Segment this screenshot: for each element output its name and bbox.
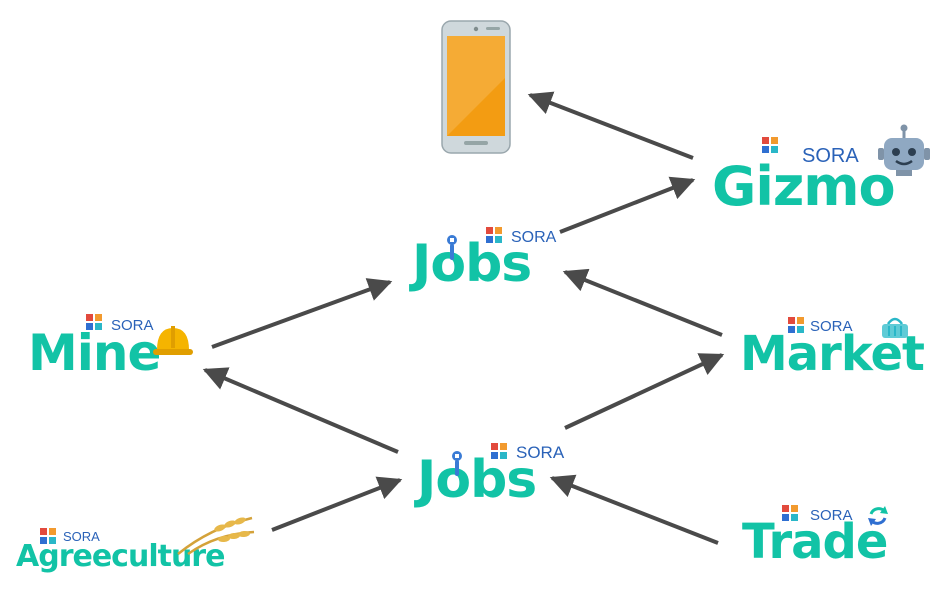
sora-logo-square — [49, 528, 56, 535]
sora-logo-square — [86, 323, 93, 330]
sora-logo-square — [95, 323, 102, 330]
arrow-jobs-bottom-to-mine — [202, 367, 399, 454]
sora-logo-square — [791, 505, 798, 512]
arrow-market-to-jobs-top — [562, 268, 723, 337]
sora-logo-square — [491, 443, 498, 450]
arrow-mine-to-jobs-top — [211, 278, 393, 349]
refresh-icon — [868, 506, 888, 526]
sora-label: SORA — [802, 145, 859, 167]
wrench-icon — [452, 451, 462, 476]
sora-logo-square — [486, 236, 493, 243]
mine-label: Mine — [28, 324, 161, 382]
hard-hat-icon — [153, 326, 193, 355]
wheat-icon — [177, 516, 255, 556]
sora-label: SORA — [516, 443, 565, 462]
sora-label: SORA — [810, 507, 853, 524]
sora-logo-square — [797, 326, 804, 333]
sora-logo-square — [771, 137, 778, 144]
sora-logo-square — [500, 443, 507, 450]
sora-logo-square — [791, 514, 798, 521]
sora-logo-square — [500, 452, 507, 459]
sora-logo-square — [491, 452, 498, 459]
node-phone — [440, 20, 512, 154]
arrow-gizmo-to-phone — [527, 91, 694, 160]
trade-label: Trade — [742, 514, 888, 570]
node-jobs-top: SORA Jobs — [410, 222, 570, 300]
smartphone-icon — [441, 20, 511, 154]
jobs-label: Jobs — [417, 450, 537, 510]
node-mine: SORA Mine — [28, 312, 198, 384]
sora-logo-square — [495, 227, 502, 234]
arrow-jobs-top-to-gizmo — [559, 176, 696, 234]
sora-logo-square — [49, 537, 56, 544]
sora-logo-square — [495, 236, 502, 243]
sora-logo-square — [762, 137, 769, 144]
sora-logo-square — [797, 317, 804, 324]
sora-logo-square — [788, 326, 795, 333]
arrow-jobs-bottom-to-market — [564, 353, 725, 430]
sora-label: SORA — [511, 229, 557, 246]
jobs-label: Jobs — [412, 234, 532, 294]
sora-logo-square — [486, 227, 493, 234]
arrow-agreeculture-to-jobs-bottom — [271, 476, 403, 532]
node-market: SORA Market — [740, 314, 935, 384]
wrench-icon — [447, 235, 457, 260]
sora-logo-square — [771, 146, 778, 153]
sora-logo-square — [95, 314, 102, 321]
node-trade: SORA Trade — [742, 500, 902, 576]
basket-icon — [882, 317, 908, 338]
node-jobs-bottom: SORA Jobs — [415, 438, 575, 516]
sora-logo-square — [782, 514, 789, 521]
sora-logo-square — [86, 314, 93, 321]
sora-logo-square — [40, 528, 47, 535]
sora-logo-square — [762, 146, 769, 153]
sora-label: SORA — [63, 529, 100, 544]
node-gizmo: SORA Gizmo — [712, 122, 937, 217]
sora-label: SORA — [810, 318, 853, 335]
sora-logo-square — [782, 505, 789, 512]
arrow-trade-to-jobs-bottom — [549, 474, 719, 545]
sora-logo-square — [40, 537, 47, 544]
sora-logo-square — [788, 317, 795, 324]
node-agreeculture: SORA Agreeculture — [16, 512, 261, 582]
robot-icon — [878, 124, 930, 176]
agreeculture-label: Agreeculture — [16, 539, 225, 574]
gizmo-label: Gizmo — [712, 155, 896, 218]
sora-label: SORA — [111, 317, 154, 334]
